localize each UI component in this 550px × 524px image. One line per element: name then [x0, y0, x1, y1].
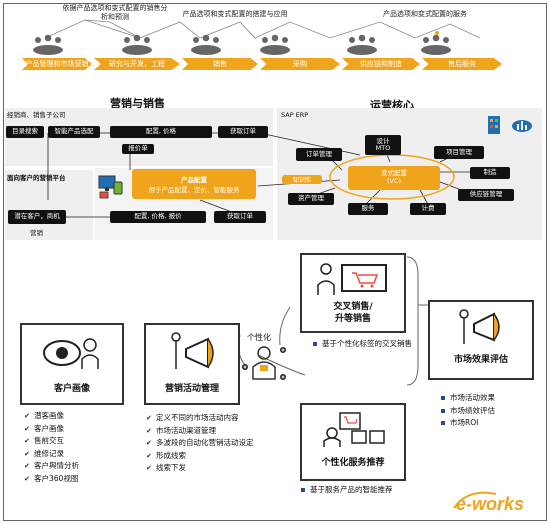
- megaphone-icon: [171, 332, 214, 369]
- config-price-block: 配置, 价格: [110, 126, 212, 138]
- variant-config-block: 变式配置 (VC): [348, 166, 440, 190]
- list-item: 市场绩效评估: [440, 405, 495, 418]
- list-item: 售前交互: [24, 435, 79, 448]
- list-item: 潜客画像: [24, 410, 79, 423]
- list-item: 客户360视图: [24, 473, 79, 486]
- dealer-label: 经销商、销售子公司: [7, 111, 66, 119]
- knowledge-base-block: 知识库: [282, 175, 322, 184]
- list-item: 基于服务产品的智能推荐: [300, 484, 393, 497]
- product-config-title: 产品配置: [181, 176, 207, 184]
- smart-match-block: 智能产品选配: [48, 126, 100, 138]
- asset-mgmt-block: 资产管理: [288, 193, 334, 205]
- service-recommend-list: 基于服务产品的智能推荐: [300, 484, 393, 497]
- people-icon-3: [191, 34, 221, 55]
- step-after-sales: 售后服务: [422, 58, 502, 70]
- order-mgmt-block: 订单管理: [296, 148, 342, 161]
- potential-customer-block: 潜在客户，商机: [8, 210, 66, 224]
- supply-chain-block: 供应链管理: [458, 189, 514, 201]
- list-item: 市场活动渠道管理: [146, 425, 254, 438]
- project-mgmt-block: 项目管理: [434, 146, 484, 159]
- list-item: 客户舆情分析: [24, 460, 79, 473]
- cloud-icon: [512, 120, 532, 132]
- marketing-sales-title: 营销与销售: [110, 97, 165, 110]
- person-icon-center: [252, 346, 276, 380]
- customer-profile-list: 潜客画像 客户画像 售前交互 维修记录 客户舆情分析 客户360视图: [24, 410, 79, 485]
- list-item: 市场ROI: [440, 417, 495, 430]
- personalization-label: 个性化: [247, 333, 271, 342]
- people-icon-2: [122, 34, 152, 55]
- step-procurement: 采购: [260, 58, 340, 70]
- campaign-box: 营销活动管理: [144, 323, 240, 405]
- sap-erp-label: SAP ERP: [281, 111, 309, 119]
- people-icon-4: [260, 34, 290, 55]
- people-icon-1: [33, 34, 63, 55]
- service-recommend-box: 个性化服务推荐: [300, 403, 406, 481]
- caption-build-apply: 产品选项和变式配置的搭建与应用: [182, 10, 288, 18]
- list-item: 定义不同的市场活动内容: [146, 412, 254, 425]
- marketing-label: 营销: [30, 229, 43, 237]
- design-mto-block: 设计 MTO: [365, 135, 401, 155]
- cross-sell-title: 交叉销售/ 升等销售: [302, 301, 404, 325]
- quote-block: 报价单: [122, 144, 154, 154]
- customer-platform-label: 面向客户的营销平台: [7, 174, 66, 182]
- list-item: 基于个性化标签的交叉销售: [312, 338, 412, 349]
- devices-icon: [98, 175, 123, 199]
- market-effect-list: 市场活动效果 市场绩效评估 市场ROI: [440, 392, 495, 430]
- people-icon-5: [347, 34, 377, 55]
- config-price-quote-block: 配置, 价格, 报价: [110, 211, 206, 223]
- building-icon: [488, 116, 500, 134]
- list-item: 线索下发: [146, 462, 254, 475]
- step-product-marketing: 产品管理和市场营销: [22, 58, 92, 70]
- list-item: 形成线索: [146, 450, 254, 463]
- eye-person-icon: [43, 338, 99, 369]
- list-item: 市场活动效果: [440, 392, 495, 405]
- people-row-icons: [33, 31, 451, 55]
- campaign-title: 营销活动管理: [164, 384, 219, 394]
- catalog-search-block: 目录搜索: [6, 126, 44, 138]
- megaphone-icon-2: [459, 309, 500, 344]
- outer-frame: [3, 3, 547, 521]
- middle-arrows: [47, 132, 480, 218]
- cross-sell-title-line1: 交叉销售/: [333, 302, 373, 312]
- product-config-subtitle: 用于产品配置、定价、智能服务: [148, 186, 240, 194]
- billing-block: 计费: [410, 203, 446, 215]
- service-cart-icon: [323, 412, 385, 447]
- caption-service: 产品选项和变式配置的服务: [383, 10, 467, 18]
- list-item: 维修记录: [24, 448, 79, 461]
- customer-platform-panel: [5, 170, 93, 240]
- cross-sell-title-line2: 升等销售: [334, 314, 371, 324]
- list-item: 多波段的自动化营销活动设定: [146, 437, 254, 450]
- service-block: 服务: [348, 203, 388, 215]
- market-effect-title: 市场效果评估: [453, 355, 508, 365]
- cross-sell-box: 交叉销售/ 升等销售: [300, 253, 406, 333]
- building-cloud-icons: [488, 116, 532, 134]
- svg-text:e-works: e-works: [456, 494, 524, 514]
- product-config-block: 产品配置 用于产品配置、定价、智能服务: [132, 169, 256, 199]
- step-rnd: 研究与开发，工程: [94, 58, 180, 70]
- customer-profile-title: 客户画像: [53, 384, 90, 394]
- step-supply-chain: 供应链和制造: [342, 58, 420, 70]
- service-recommend-title: 个性化服务推荐: [321, 458, 385, 468]
- customer-profile-box: 客户画像: [20, 323, 124, 405]
- e-works-logo: e-works: [453, 491, 524, 514]
- get-order-block-1: 获取订单: [218, 126, 268, 138]
- get-order-block-2: 获取订单: [214, 211, 266, 223]
- manufacture-block: 制造: [470, 167, 510, 179]
- campaign-list: 定义不同的市场活动内容 市场活动渠道管理 多波段的自动化营销活动设定 形成线索 …: [146, 412, 254, 475]
- list-item: 客户画像: [24, 423, 79, 436]
- caption-sales-analysis: 依据产品选项和变式配置的销售分析和预测: [62, 4, 168, 21]
- shopping-cart-screen-icon: [317, 263, 387, 295]
- market-effect-box: 市场效果评估: [428, 300, 534, 380]
- step-sales: 销售: [182, 58, 258, 70]
- people-icon-6: [421, 34, 451, 55]
- cross-sell-list: 基于个性化标签的交叉销售: [312, 338, 412, 349]
